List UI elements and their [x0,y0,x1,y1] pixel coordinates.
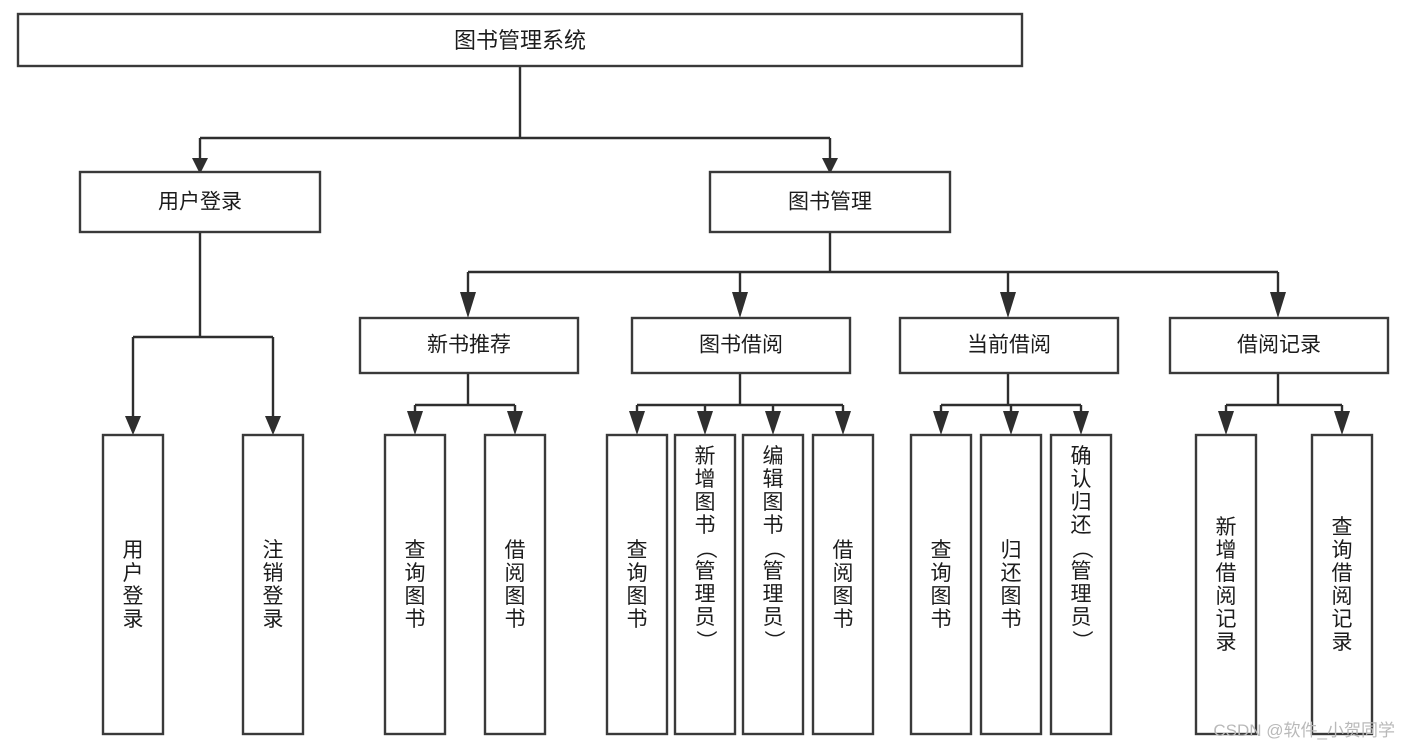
arrow-head-leaf-logout [265,416,281,435]
arrow-head-bookborrow-leaf-1 [629,411,645,435]
node-label-borrow-record: 借阅记录 [1237,334,1321,357]
arrow-head-newbook-leaf-2 [507,411,523,435]
arrow-head-currentborrow-leaf-1 [933,411,949,435]
arrow-head-currentborrow-leaf-2 [1003,411,1019,435]
arrow-head-bookborrow-leaf-2 [697,411,713,435]
node-book-management[interactable] [708,170,952,234]
node-leaf-edit-book-admin[interactable] [741,433,805,736]
node-current-borrow[interactable] [898,316,1120,375]
arrow-head-borrowrecord-leaf-1 [1218,411,1234,435]
node-label-user-login: 用户登录 [158,191,242,214]
arrow-head-currentborrow-leaf-3 [1073,411,1089,435]
node-leaf-logout[interactable] [241,433,305,736]
node-leaf-query-book-newbook[interactable] [383,433,447,736]
node-book-management-system[interactable] [16,12,1024,68]
node-layer: 图书管理系统 用户登录 图书管理 新书推荐 图书借阅 当前借阅 借阅记录 [16,12,1390,736]
node-leaf-query-borrow-record[interactable] [1310,433,1374,736]
node-user-login[interactable] [78,170,322,234]
connector-layer [125,66,1350,435]
node-book-borrow[interactable] [630,316,852,375]
node-new-book-recommend[interactable] [358,316,580,375]
arrow-head-newbook-leaf-1 [407,411,423,435]
node-leaf-user-login[interactable] [101,433,165,736]
node-leaf-add-borrow-record[interactable] [1194,433,1258,736]
node-label-book-borrow: 图书借阅 [699,334,783,357]
node-leaf-borrow-book-newbook[interactable] [483,433,547,736]
node-borrow-record[interactable] [1168,316,1390,375]
node-label-new-book-recommend: 新书推荐 [427,334,511,357]
arrow-head-user-login [192,158,208,174]
arrow-head-book-manage [822,158,838,174]
node-leaf-return-book[interactable] [979,433,1043,736]
node-leaf-query-book-current[interactable] [909,433,973,736]
arrow-head-borrowrecord-leaf-2 [1334,411,1350,435]
arrow-head-leaf-user-login [125,416,141,435]
arrow-head-book-borrow [732,292,748,318]
arrow-head-borrow-record [1270,292,1286,318]
node-leaf-query-book-borrow[interactable] [605,433,669,736]
arrow-head-bookborrow-leaf-4 [835,411,851,435]
arrow-head-current-borrow [1000,292,1016,318]
node-leaf-borrow-book[interactable] [811,433,875,736]
node-label-current-borrow: 当前借阅 [967,334,1051,357]
node-label-book-management: 图书管理 [788,191,872,214]
arrow-head-new-book [460,292,476,318]
node-label-root: 图书管理系统 [454,28,586,53]
arrow-head-bookborrow-leaf-3 [765,411,781,435]
node-leaf-confirm-return-admin[interactable] [1049,433,1113,736]
node-leaf-add-book-admin[interactable] [673,433,737,736]
